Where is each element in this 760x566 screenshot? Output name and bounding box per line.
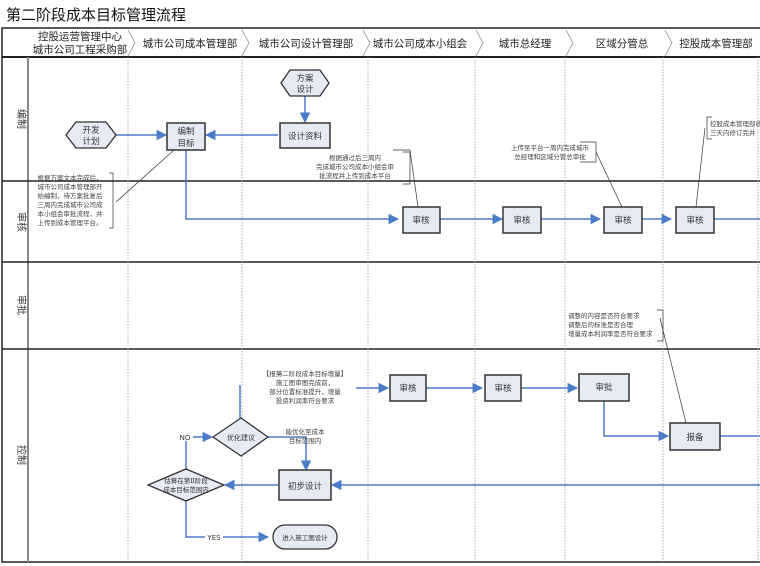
edge-approve-to-file xyxy=(603,401,670,442)
lane-header-design-dept: 城市公司设计管理部 xyxy=(259,37,354,50)
lane-header-holding-cost: 控股成本管理部 xyxy=(679,37,753,50)
svg-text:审核: 审核 xyxy=(513,215,531,226)
edge-yes-to-construction xyxy=(185,500,270,543)
lane-header-ops-center: 控股运营管理中心 xyxy=(38,30,122,43)
flow-lines xyxy=(116,96,760,543)
svg-text:目标范围内: 目标范围内 xyxy=(289,436,322,445)
svg-text:控股成本管理部收: 控股成本管理部收 xyxy=(710,119,760,128)
svg-text:部分位置标准提升，增量: 部分位置标准提升，增量 xyxy=(269,387,341,396)
note-holding-cost-timing: 控股成本管理部收 三天内修订完并 xyxy=(710,119,760,137)
node-estimate-decision[interactable]: 估算在第Ⅱ阶段 成本目标范围内 xyxy=(146,468,226,502)
node-control-review-committee[interactable]: 审核 xyxy=(389,374,427,402)
svg-text:报备: 报备 xyxy=(686,432,704,443)
note-incremental-target: 【报第二阶段成本目标增量】 施工图审图完成前， 部分位置标准提升，增量 投资利润… xyxy=(263,369,348,405)
lane-header-city-gm: 城市总经理 xyxy=(499,37,552,50)
svg-text:调整后的标准是否合理: 调整后的标准是否合理 xyxy=(568,320,634,329)
svg-text:上传至平台一周内完成城市: 上传至平台一周内完成城市 xyxy=(511,143,590,152)
lane-header-regional-head: 区域分管总 xyxy=(596,37,649,50)
node-control-file[interactable]: 报备 xyxy=(669,422,721,451)
svg-text:开发: 开发 xyxy=(82,125,100,136)
lane-header-cost-dept: 城市公司成本管理部 xyxy=(143,37,238,50)
svg-text:能优化至成本: 能优化至成本 xyxy=(286,427,326,436)
note-optimize-within-target: 能优化至成本 目标范围内 xyxy=(286,427,326,445)
svg-text:优化建议: 优化建议 xyxy=(227,433,255,442)
lane-header-cost-committee: 城市公司成本小组会 xyxy=(373,37,468,50)
svg-text:【报第二阶段成本目标增量】: 【报第二阶段成本目标增量】 xyxy=(263,369,348,378)
svg-text:始编制，待方案批复后: 始编制，待方案批复后 xyxy=(38,191,104,200)
svg-text:根据方案文本完成后，: 根据方案文本完成后， xyxy=(38,173,103,182)
row-label-compile: 编制 xyxy=(15,109,28,129)
no-label-bg xyxy=(177,432,193,441)
node-development-plan[interactable]: 开发 计划 xyxy=(65,121,117,149)
svg-text:投资利润率符合要求: 投资利润率符合要求 xyxy=(276,396,335,405)
svg-text:本小组会审批流程，并: 本小组会审批流程，并 xyxy=(38,209,104,218)
node-scheme-design[interactable]: 方案 设计 xyxy=(280,69,330,97)
edge-label-no: NO xyxy=(180,434,191,442)
svg-text:审核: 审核 xyxy=(412,215,430,226)
edge-optimize-to-prelim xyxy=(268,436,312,472)
note-compile-timing: 根据方案文本完成后， 城市公司成本管理部开 始编制，待方案批复后 三周内完成城市… xyxy=(38,173,104,227)
note-adjustment-criteria: 调整的内容是否符合要求 调整后的标准是否合理 增量成本利润率是否符合要求 xyxy=(568,311,653,338)
edge-label-yes: YES xyxy=(206,534,221,542)
svg-text:审核: 审核 xyxy=(686,215,704,226)
node-review-cost-committee[interactable]: 审核 xyxy=(402,206,441,234)
svg-text:审核: 审核 xyxy=(614,215,632,226)
svg-text:调整的内容是否符合要求: 调整的内容是否符合要求 xyxy=(568,311,640,320)
node-enter-construction-design[interactable]: 进入施工图设计 xyxy=(272,524,338,550)
frame-border xyxy=(1,27,760,563)
lane-dividers xyxy=(127,57,759,562)
note-gm-timing: 上传至平台一周内完成城市 总经理和区域分管总审批 xyxy=(511,143,590,161)
node-review-city-gm[interactable]: 审核 xyxy=(502,206,542,234)
note-committee-timing: 根据通过后三周内 完成城市公司成本小组会审 批流程并上传到成本平台 xyxy=(316,153,394,180)
svg-text:审批: 审批 xyxy=(595,382,613,393)
row-label-control: 控制 xyxy=(15,445,28,465)
annotation-leaders xyxy=(109,116,712,424)
node-control-approve[interactable]: 审批 xyxy=(578,373,630,402)
svg-text:估算在第Ⅱ阶段: 估算在第Ⅱ阶段 xyxy=(164,476,208,485)
svg-text:上传到成本管理平台。: 上传到成本管理平台。 xyxy=(38,218,103,227)
svg-text:完成城市公司成本小组会审: 完成城市公司成本小组会审 xyxy=(316,162,394,171)
row-label-review: 审核 xyxy=(15,212,28,232)
svg-text:设计资料: 设计资料 xyxy=(288,131,323,142)
svg-text:根据通过后三周内: 根据通过后三周内 xyxy=(329,153,381,162)
edge-compile-to-review1 xyxy=(185,150,400,225)
node-review-holding-cost[interactable]: 审核 xyxy=(675,206,715,234)
node-preliminary-design[interactable]: 初步设计 xyxy=(278,469,332,501)
svg-text:批流程并上传到成本平台: 批流程并上传到成本平台 xyxy=(319,171,391,180)
svg-text:成本目标范围内: 成本目标范围内 xyxy=(163,485,209,494)
svg-text:总经理和区域分管总审批: 总经理和区域分管总审批 xyxy=(514,152,586,161)
svg-text:设计: 设计 xyxy=(296,84,314,95)
node-optimization-decision[interactable]: 优化建议 xyxy=(211,417,270,457)
lane-header-chevrons xyxy=(127,29,673,57)
yes-label-bg xyxy=(205,532,223,541)
svg-text:初步设计: 初步设计 xyxy=(288,481,323,492)
svg-text:审核: 审核 xyxy=(494,383,512,394)
node-review-regional-head[interactable]: 审核 xyxy=(603,206,643,234)
svg-text:三天内修订完并: 三天内修订完并 xyxy=(710,128,756,137)
node-control-review-gm[interactable]: 审核 xyxy=(484,374,522,402)
svg-text:城市公司成本管理部开: 城市公司成本管理部开 xyxy=(38,182,104,191)
svg-text:进入施工图设计: 进入施工图设计 xyxy=(282,533,328,542)
svg-text:审核: 审核 xyxy=(399,383,417,394)
lane-header-procurement: 城市公司工程采购部 xyxy=(33,43,128,56)
page-title: 第二阶段成本目标管理流程 xyxy=(6,6,186,24)
svg-text:方案: 方案 xyxy=(296,73,314,84)
svg-text:施工图审图完成前，: 施工图审图完成前， xyxy=(276,378,335,387)
svg-text:三周内完成城市公司成: 三周内完成城市公司成 xyxy=(38,200,104,209)
svg-text:增量成本利润率是否符合要求: 增量成本利润率是否符合要求 xyxy=(568,329,653,338)
svg-text:计划: 计划 xyxy=(82,136,99,147)
node-design-data[interactable]: 设计资料 xyxy=(279,122,331,149)
row-label-approve: 审批 xyxy=(15,295,28,315)
svg-text:编制: 编制 xyxy=(177,126,194,137)
svg-text:目标: 目标 xyxy=(177,138,195,149)
node-compile-target[interactable]: 编制 目标 xyxy=(166,122,206,151)
